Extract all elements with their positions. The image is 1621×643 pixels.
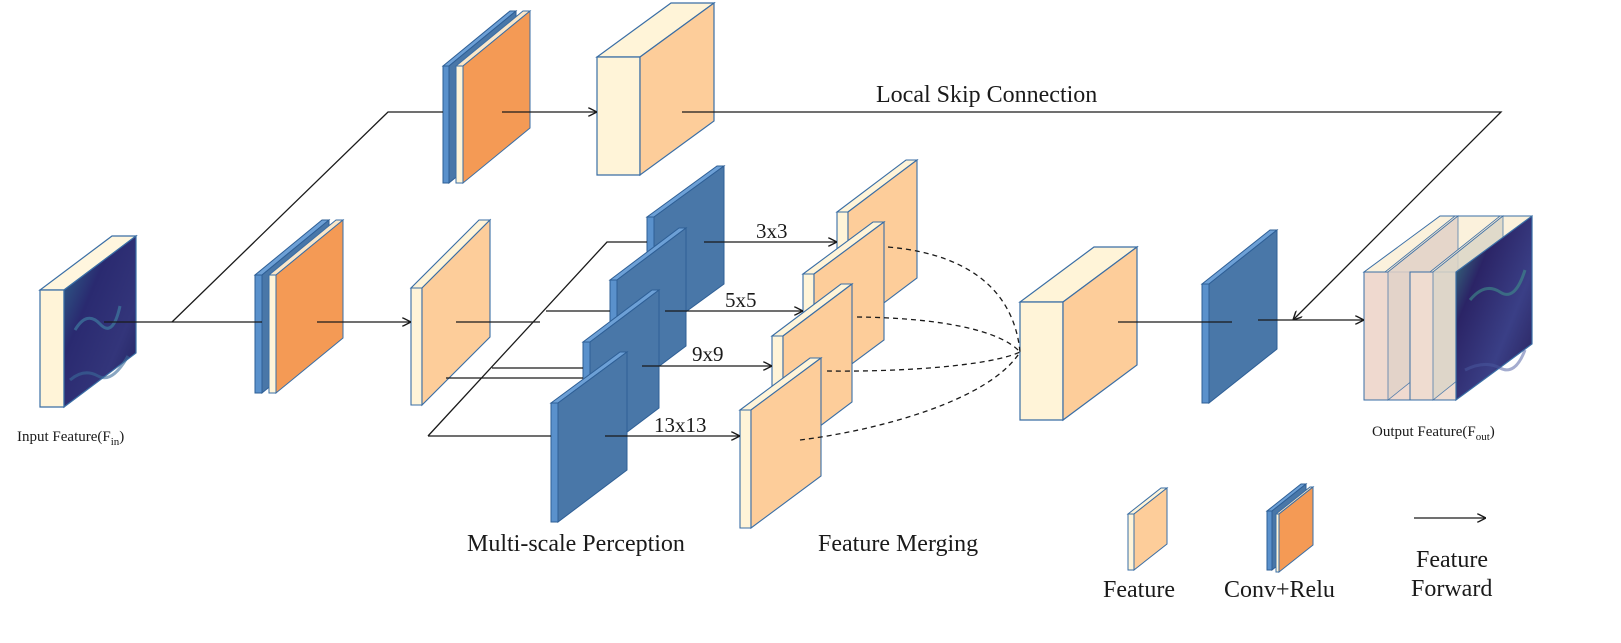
legend-conv-relu-label: Conv+Relu	[1224, 577, 1335, 603]
connections	[104, 112, 1503, 441]
feature-merging-label: Feature Merging	[818, 531, 978, 557]
kernel-label-9x9: 9x9	[692, 342, 724, 366]
legend-conv-relu-icon	[1265, 482, 1315, 574]
top-feature-block	[595, 1, 716, 177]
kernel-label-3x3: 3x3	[756, 219, 788, 243]
legend-forward-label-1: Feature	[1416, 547, 1488, 573]
final-conv-block	[1200, 228, 1279, 405]
merged-feature-block	[1018, 245, 1139, 422]
kernel-label-5x5: 5x5	[725, 288, 757, 312]
input-feature-block	[38, 234, 138, 409]
legend-feature-icon	[1126, 486, 1169, 572]
merge-feature-13x13	[738, 356, 823, 530]
main-feature-block	[409, 218, 492, 407]
legend-feature-label: Feature	[1103, 577, 1175, 603]
output-feature-block	[1362, 214, 1533, 402]
kernel-label-13x13: 13x13	[654, 413, 707, 437]
skip-connection-label: Local Skip Connection	[876, 82, 1097, 108]
legend-forward-label-2: Forward	[1411, 576, 1492, 602]
output-feature-label: Output Feature(Fout)	[1372, 424, 1495, 443]
legend: Feature Conv+Relu Feature Forward	[1103, 482, 1492, 603]
input-feature-label: Input Feature(Fin)	[17, 429, 124, 448]
multiscale-conv-13x13	[549, 351, 629, 524]
multi-scale-label: Multi-scale Perception	[467, 531, 685, 557]
main-conv-relu-block	[253, 218, 345, 395]
top-conv-relu-block	[441, 9, 532, 185]
